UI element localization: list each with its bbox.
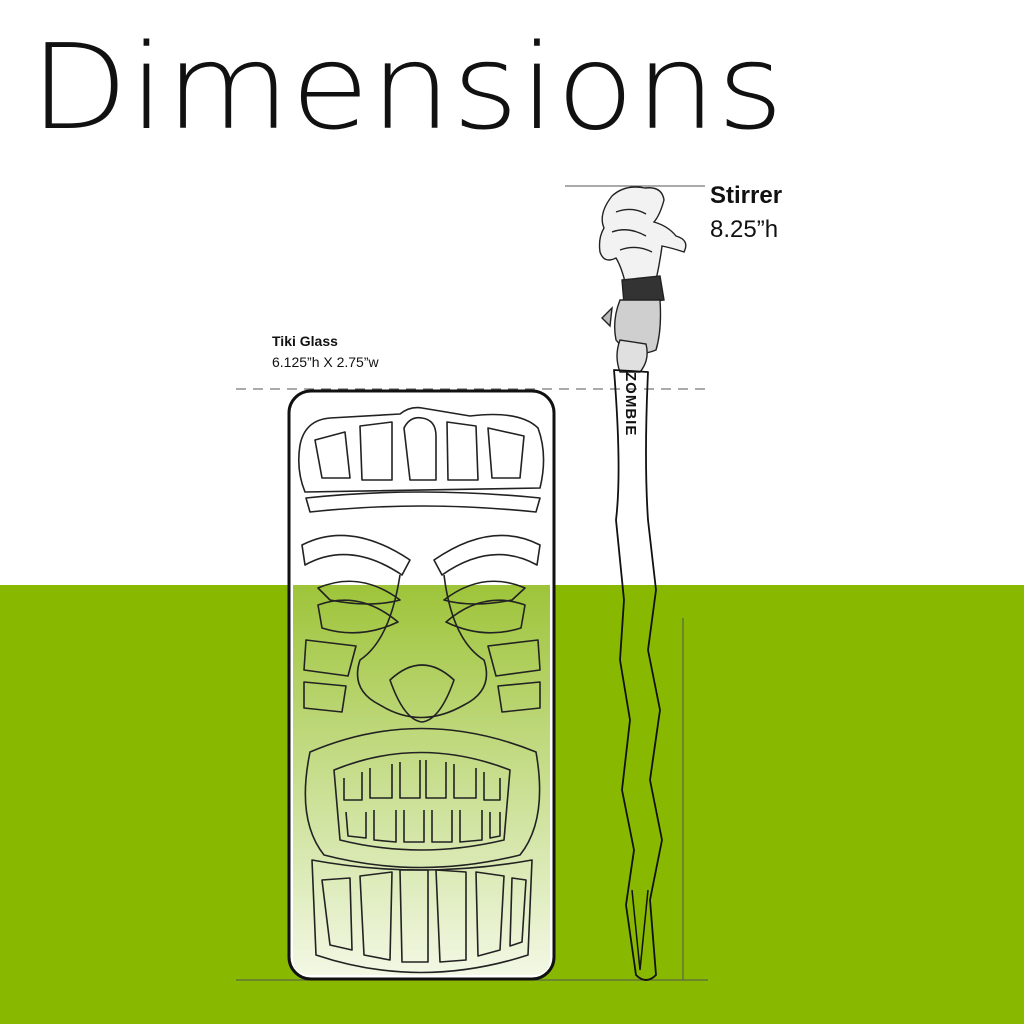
stirrer-dimension: 8.25”h: [710, 216, 779, 243]
tiki-glass-dimension: 6.125”h X 2.75”w: [272, 354, 379, 370]
glass-outline: [287, 389, 556, 981]
page-title: Dimensions: [30, 18, 785, 156]
stirrer-tip-groove: [631, 889, 649, 971]
tiki-face-icon: [298, 406, 545, 974]
zombie-hand-icon: [598, 186, 687, 373]
zombie-stirrer: ZOMBIE: [598, 186, 687, 981]
stirrer-engraving: ZOMBIE: [622, 372, 639, 436]
tiki-glass: [287, 389, 556, 981]
stirrer-label: Stirrer: [710, 182, 783, 209]
tiki-glass-label: Tiki Glass: [272, 333, 338, 349]
stirrer-shaft: [613, 369, 663, 981]
